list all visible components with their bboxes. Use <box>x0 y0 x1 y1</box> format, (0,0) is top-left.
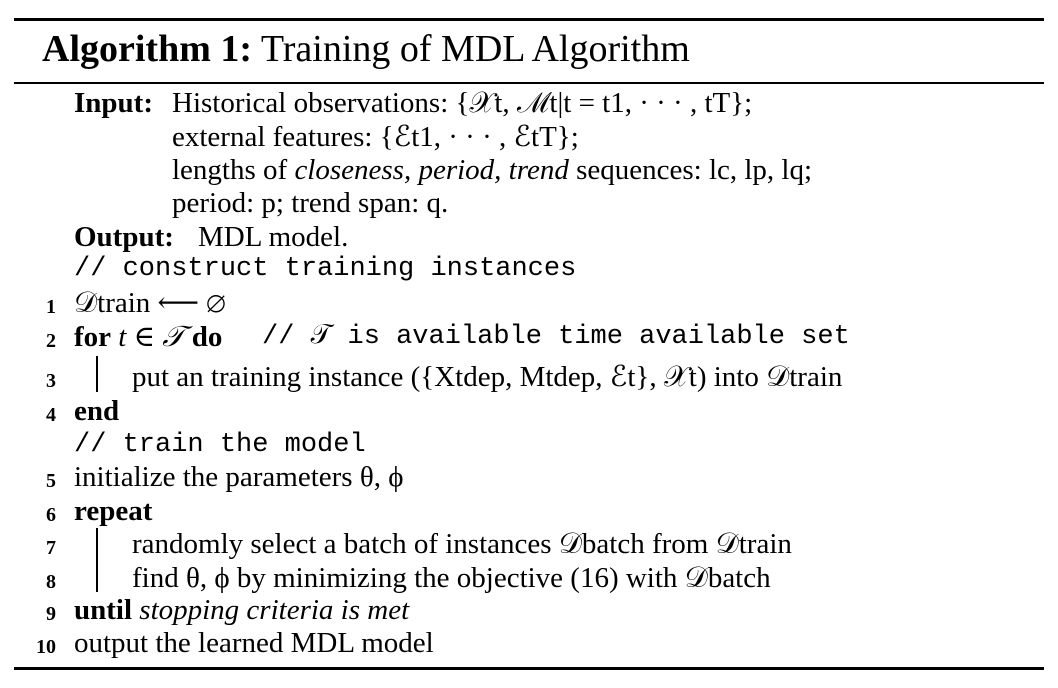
keyword-do: do <box>191 321 223 353</box>
line-text: find θ, ϕ by minimizing the objective (1… <box>132 562 771 594</box>
algorithm-caption: Algorithm 1: Training of MDL Algorithm <box>42 24 690 74</box>
keyword-repeat: repeat <box>74 495 153 527</box>
line-number: 1 <box>46 296 56 318</box>
line-number: 2 <box>46 330 56 352</box>
bottom-rule <box>14 667 1044 670</box>
comment-train-text: // train the model <box>74 430 366 460</box>
line-text: output the learned MDL model <box>74 627 434 659</box>
line-text: for t ∈ 𝒯 do <box>74 320 222 354</box>
line-number: 3 <box>46 370 56 392</box>
top-rule <box>14 18 1044 21</box>
algorithm-title: Training of MDL Algorithm <box>260 28 690 70</box>
algorithm-label: Algorithm 1: <box>42 28 253 70</box>
comment-construct-text: // construct training instances <box>74 254 577 284</box>
loop-variable: t ∈ 𝒯 <box>111 321 192 353</box>
repeat-body-bar <box>96 528 98 592</box>
line-text: put an training instance ({Xtdep, Mtdep,… <box>132 361 843 393</box>
input-text-2: external features: {ℰt1, · · · , ℰtT}; <box>172 121 579 153</box>
output-keyword: Output: <box>74 221 174 253</box>
until-condition: stopping criteria is met <box>132 594 410 626</box>
line-number: 6 <box>46 504 56 526</box>
input-text-1: Historical observations: {𝒳t, ℳt|t = t1,… <box>172 87 753 119</box>
line-number: 5 <box>46 470 56 492</box>
keyword-for: for <box>74 321 112 353</box>
line-text: 𝒟train ⟵ ∅ <box>74 287 226 319</box>
line-text: until stopping criteria is met <box>74 593 409 627</box>
input-keyword: Input: <box>74 87 153 119</box>
line-number: 4 <box>46 404 56 426</box>
keyword-end: end <box>74 395 120 427</box>
for-body-bar <box>96 356 98 392</box>
input-text-4: period: p; trend span: q. <box>172 187 449 219</box>
input-text-3: lengths of closeness, period, trend sequ… <box>172 153 812 187</box>
input-text-3-post: sequences: lc, lp, lq; <box>568 154 813 186</box>
line-number: 10 <box>36 636 56 658</box>
line-number: 9 <box>46 603 56 625</box>
line-text: initialize the parameters θ, ϕ <box>74 461 404 493</box>
line-number: 7 <box>46 537 56 559</box>
input-text-3-pre: lengths of <box>172 154 295 186</box>
line-text: randomly select a batch of instances 𝒟ba… <box>132 528 792 560</box>
keyword-until: until <box>74 594 133 626</box>
comment-avail: // 𝒯 is available time available set <box>262 322 850 352</box>
line-number: 8 <box>46 571 56 593</box>
caption-rule <box>14 82 1044 84</box>
output-text: MDL model. <box>198 221 349 253</box>
input-text-3-italic: closeness, period, trend <box>294 154 569 186</box>
